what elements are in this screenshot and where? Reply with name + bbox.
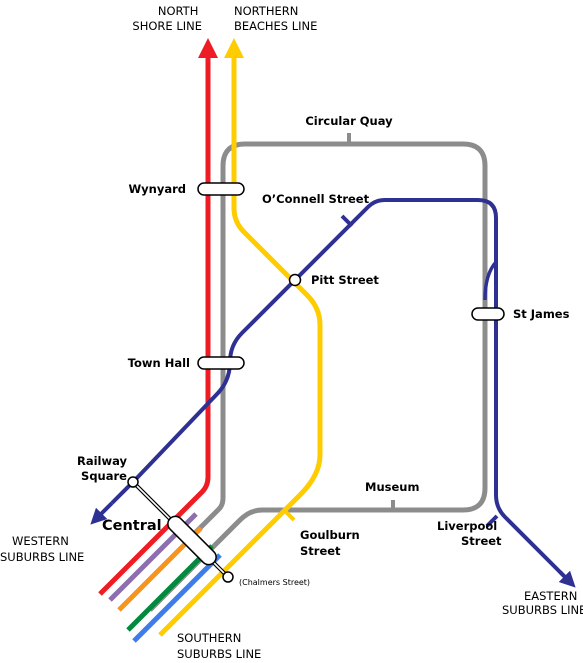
- museum-label: Museum: [365, 480, 419, 494]
- eastern-suburbs-arrow: [558, 570, 576, 588]
- chalmers-street-label: (Chalmers Street): [239, 578, 310, 587]
- city-circle-line: [148, 141, 488, 612]
- central-label: Central: [102, 518, 162, 534]
- oconnell-street-label: O’Connell Street: [262, 192, 370, 206]
- western-suburbs-arrow: [90, 501, 114, 525]
- northern-beaches-label: NORTHERN BEACHES LINE: [234, 4, 317, 33]
- liverpool-street-tick: [485, 514, 499, 528]
- goulburn-street-tick: [284, 510, 296, 522]
- goulburn-street-label: Goulburn Street: [300, 528, 364, 558]
- circular-quay-label: Circular Quay: [305, 114, 393, 128]
- town-hall-label: Town Hall: [128, 356, 190, 370]
- western-suburbs-label: WESTERN SUBURBS LINE: [0, 534, 84, 564]
- pitt-street-label: Pitt Street: [311, 273, 379, 287]
- central-interchange: [167, 515, 217, 566]
- liverpool-street-label: Liverpool Street: [437, 519, 502, 548]
- eastern-suburbs-label: EASTERN SUBURBS LINE: [502, 589, 583, 617]
- chalmers-street-marker: [222, 571, 234, 583]
- st-james-spur: [483, 260, 498, 301]
- wynyard-interchange: [197, 182, 245, 196]
- northern-beaches-line: [158, 38, 323, 637]
- southern-suburbs-label: SOUTHERN SUBURBS LINE: [177, 631, 261, 661]
- railway-square-marker: [127, 476, 139, 488]
- st-james-label: St James: [513, 307, 570, 321]
- town-hall-interchange: [197, 356, 245, 370]
- oconnell-street-tick: [340, 214, 354, 228]
- north-shore-line: [98, 38, 218, 596]
- north-shore-label: NORTH SHORE LINE: [132, 4, 202, 33]
- st-james-interchange: [471, 307, 505, 321]
- wynyard-label: Wynyard: [128, 182, 186, 196]
- pitt-street-marker: [288, 273, 302, 287]
- blue-line: [132, 553, 222, 643]
- green-line: [126, 544, 214, 632]
- railway-square-label: Railway Square: [77, 454, 131, 483]
